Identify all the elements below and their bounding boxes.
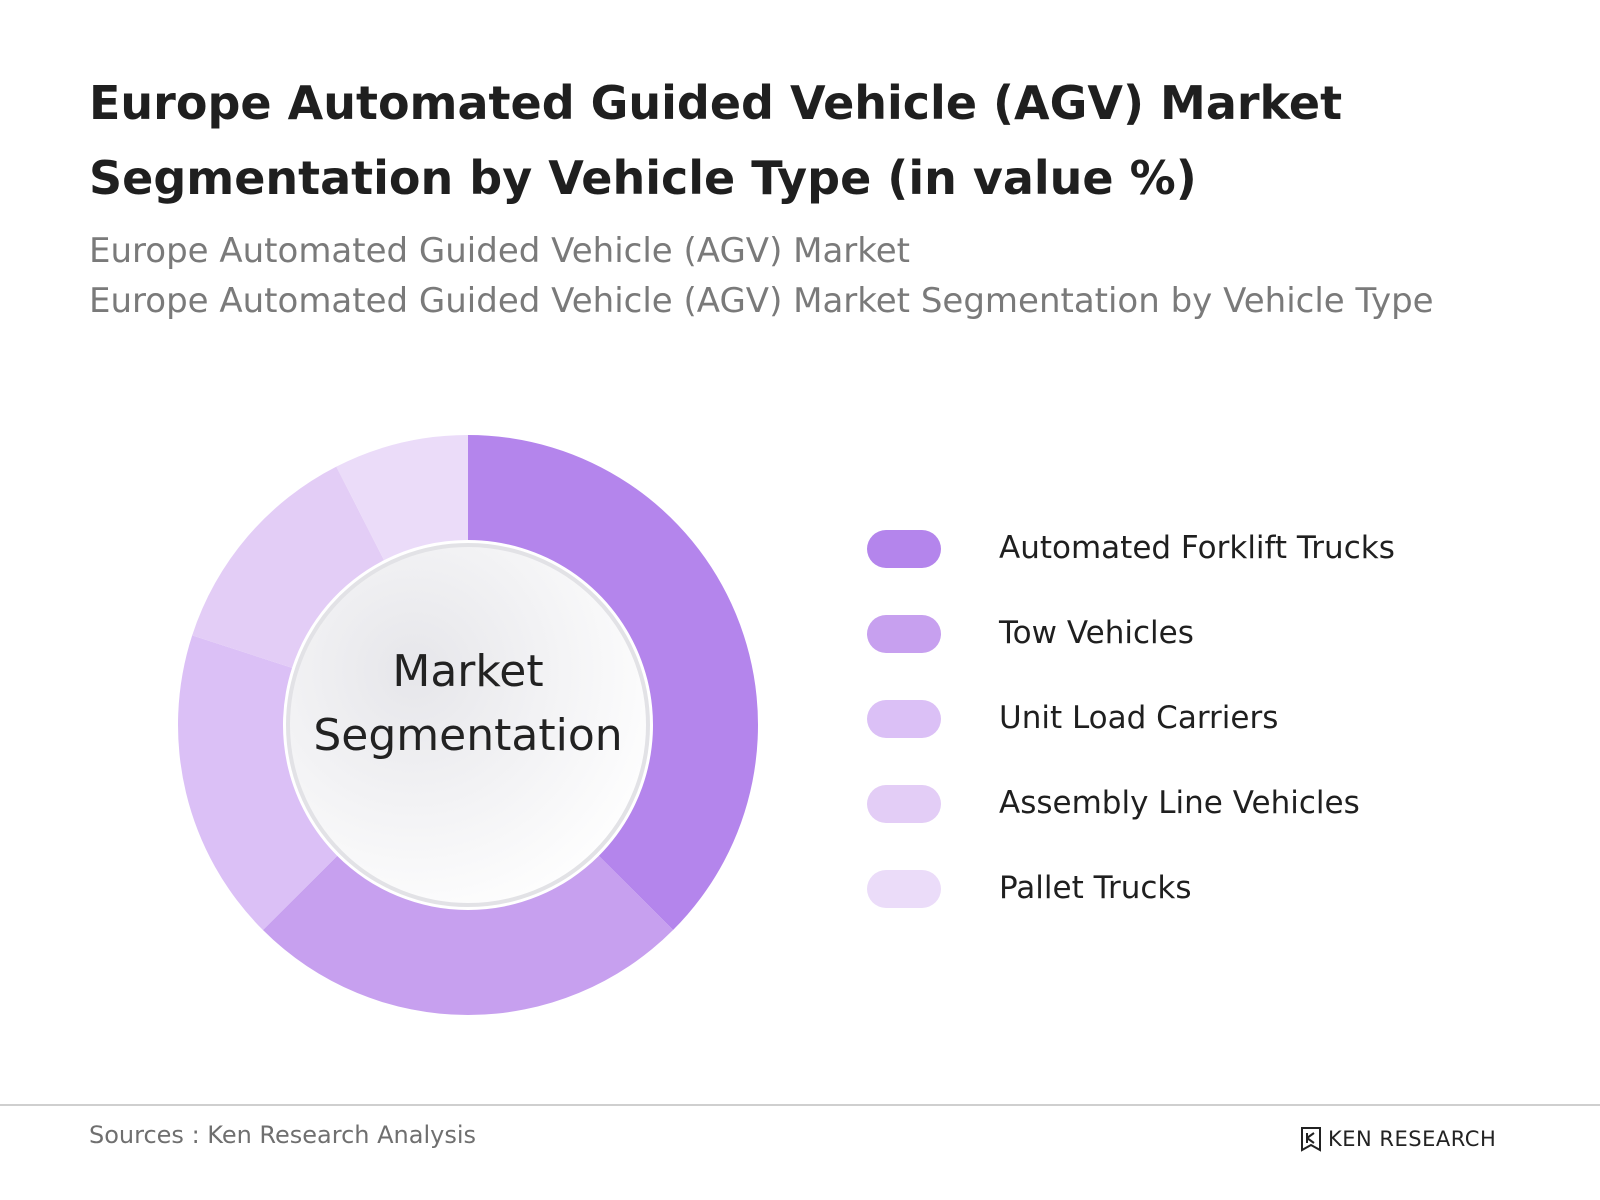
legend-label: Assembly Line Vehicles: [999, 785, 1360, 821]
legend-swatch: [867, 700, 941, 738]
donut-slices: [178, 435, 758, 1015]
ken-research-logo-icon: [1301, 1127, 1321, 1152]
donut-slice-automated-forklift-trucks: [468, 435, 758, 931]
donut-slice-pallet-trucks: [336, 435, 468, 561]
donut-slice-assembly-line-vehicles: [192, 466, 385, 668]
brand-name: KEN RESEARCH: [1328, 1127, 1497, 1151]
legend-label: Pallet Trucks: [999, 870, 1192, 906]
legend-swatch: [867, 530, 941, 568]
brand-logo: KEN RESEARCH: [1300, 1124, 1496, 1154]
chart-subtitle: Europe Automated Guided Vehicle (AGV) Ma…: [89, 226, 1529, 326]
legend-swatch: [867, 785, 941, 823]
legend-swatch: [867, 615, 941, 653]
source-note: Sources : Ken Research Analysis: [89, 1121, 477, 1149]
donut-slice-tow-vehicles: [262, 855, 674, 1015]
legend-item: Assembly Line Vehicles: [867, 783, 1487, 823]
donut-chart: [178, 435, 758, 1015]
chart-subtitle-line-1: Europe Automated Guided Vehicle (AGV) Ma…: [89, 231, 911, 271]
legend-label: Automated Forklift Trucks: [999, 530, 1395, 566]
legend-item: Unit Load Carriers: [867, 698, 1487, 738]
legend-swatch: [867, 870, 941, 908]
footer-divider: [0, 1104, 1600, 1106]
legend-label: Unit Load Carriers: [999, 700, 1279, 736]
chart-title-line-2: Segmentation by Vehicle Type (in value %…: [89, 151, 1197, 205]
center-label-line-1: Market: [392, 646, 544, 697]
legend-item: Tow Vehicles: [867, 613, 1487, 653]
legend-label: Tow Vehicles: [999, 615, 1194, 651]
chart-title-line-1: Europe Automated Guided Vehicle (AGV) Ma…: [89, 76, 1343, 130]
donut-slice-unit-load-carriers: [178, 635, 338, 931]
chart-subtitle-line-2: Europe Automated Guided Vehicle (AGV) Ma…: [89, 281, 1434, 321]
donut-center-disc: [286, 543, 650, 907]
legend-item: Pallet Trucks: [867, 868, 1487, 908]
donut-center-label: Market Segmentation: [283, 640, 653, 768]
legend-item: Automated Forklift Trucks: [867, 528, 1487, 568]
center-label-line-2: Segmentation: [313, 710, 623, 761]
chart-title: Europe Automated Guided Vehicle (AGV) Ma…: [89, 66, 1509, 216]
